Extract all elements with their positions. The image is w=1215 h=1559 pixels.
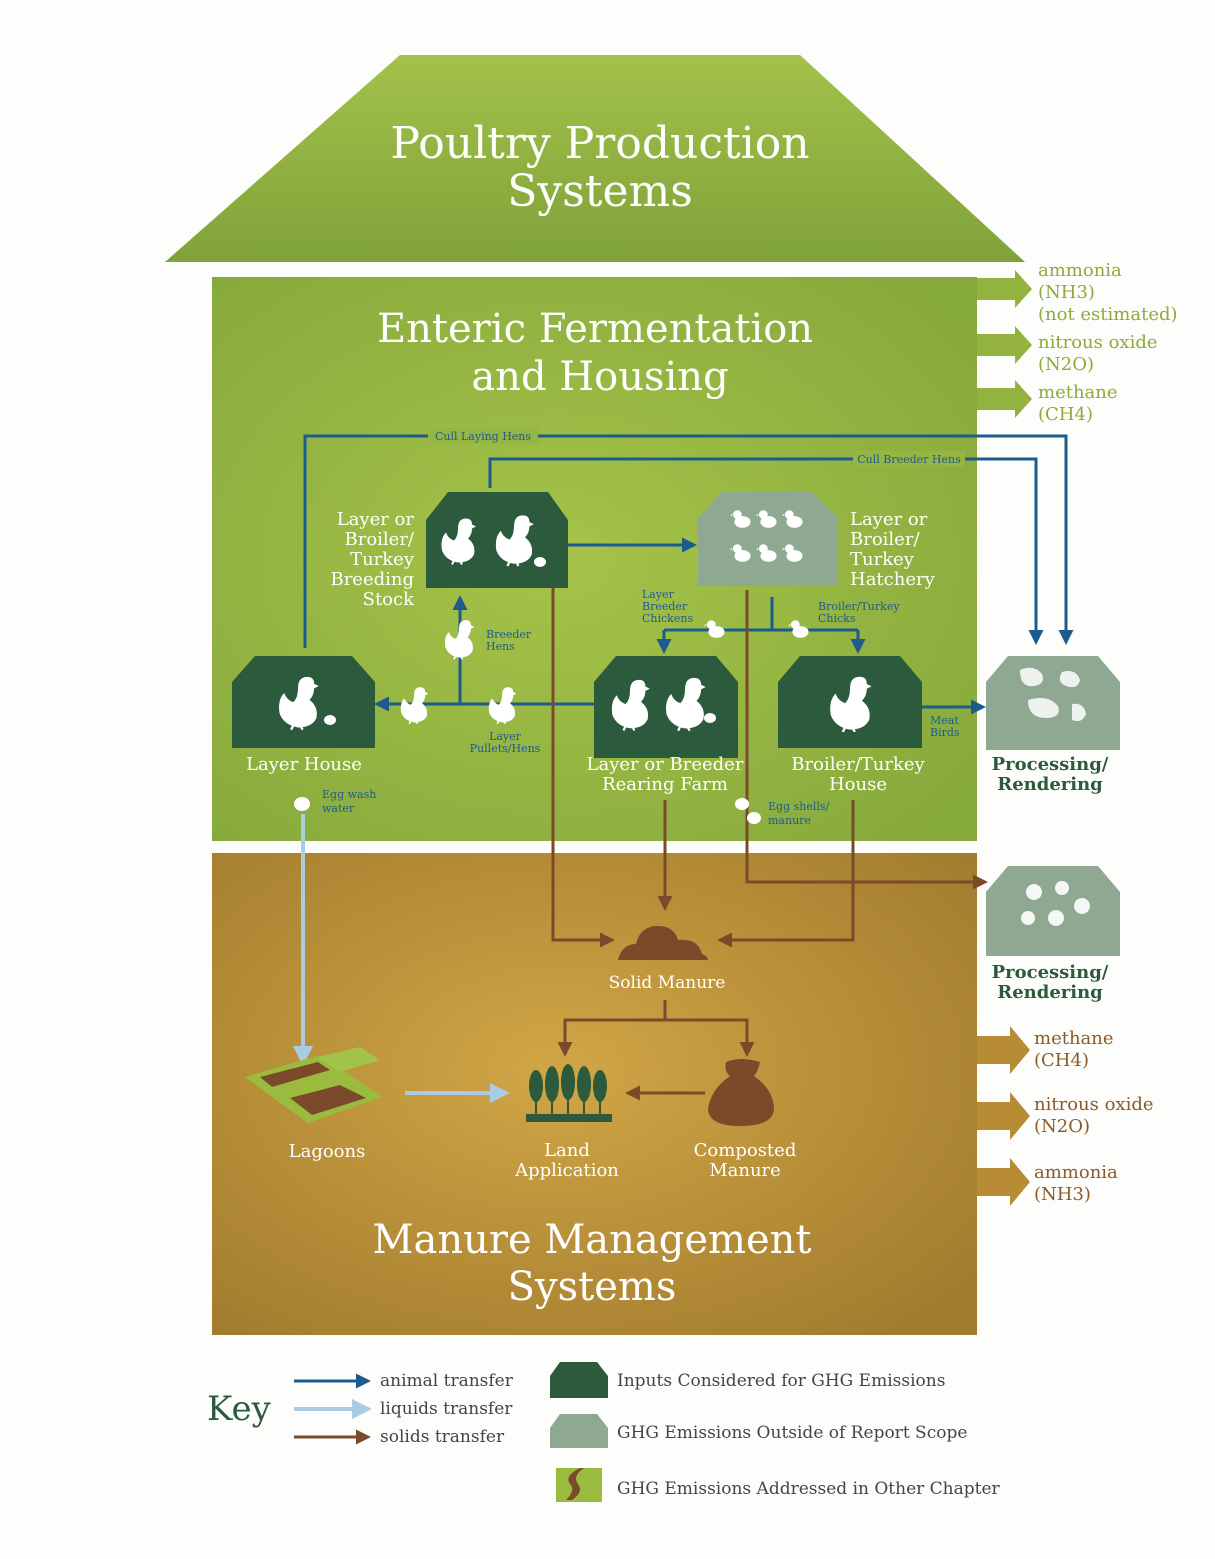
housing-title-line2: and Housing [471,354,728,400]
breeding-stock-label-2: Broiler/ [344,529,414,550]
emission-top-methane-formula: (CH4) [1038,404,1093,425]
emission-top-nitrous: nitrous oxide [1038,332,1158,353]
emission-bottom-nitrous-formula: (N2O) [1034,1116,1090,1137]
processing-bottom-label-1: Processing/ [992,962,1109,983]
layer-house [232,656,375,748]
layer-pullets-label-2: Pullets/Hens [470,742,541,755]
composted-manure-icon [708,1059,774,1126]
hatchery-label-1: Layer or [850,509,928,530]
egg-shells-label-1: Egg shells/ [768,800,830,813]
roof: Poultry Production Systems [165,55,1025,262]
key-liquids-label: liquids transfer [380,1399,513,1419]
manure-title-line1: Manure Management [373,1217,812,1263]
emission-top-nitrous-formula: (N2O) [1038,354,1094,375]
key-solids-label: solids transfer [380,1427,505,1447]
breeder-hens-label-2: Hens [486,640,515,653]
emission-bottom-nitrous: nitrous oxide [1034,1094,1154,1115]
cull-breeder-hens-bg [853,451,965,467]
key-other-swatch [556,1468,602,1502]
solid-manure-pile [618,926,708,960]
key-legend: Key animal transfer liquids transfer sol… [207,1362,1001,1502]
hatchery-label-4: Hatchery [850,569,936,590]
rearing-farm-house [594,656,738,758]
key-inputs-label: Inputs Considered for GHG Emissions [617,1371,945,1391]
key-outside-label: GHG Emissions Outside of Report Scope [617,1423,967,1443]
rearing-farm-label-2: Rearing Farm [602,774,728,795]
processing-bottom-house [986,866,1120,956]
top-emission-arrows [977,270,1032,418]
key-animal-label: animal transfer [380,1371,514,1391]
emission-bottom-methane-formula: (CH4) [1034,1050,1089,1071]
layer-house-label: Layer House [246,754,362,775]
solids-transfer-lines [551,583,988,1101]
land-application-label-1: Land [544,1140,590,1161]
layer-breeder-chickens-label-3: Chickens [642,612,693,625]
layer-breeder-chickens-label-1: Layer [642,588,675,601]
key-title: Key [207,1389,272,1429]
hatchery-label-2: Broiler/ [850,529,920,550]
composted-manure-label-1: Composted [694,1140,797,1161]
key-outside-swatch [550,1414,608,1448]
cull-laying-hens-label: Cull Laying Hens [435,430,531,443]
processing-top-house [986,656,1120,750]
layer-breeder-chickens-label-2: Breeder [642,600,688,613]
hatchery-label-3: Turkey [850,549,915,570]
land-application-label-2: Application [514,1160,619,1181]
broiler-house-label-2: House [829,774,887,795]
broiler-chicks-label-2: Chicks [818,612,856,625]
layer-pullets-label-1: Layer [489,730,522,743]
breeder-hens-label-1: Breeder [486,628,532,641]
processing-bottom-label-2: Rendering [997,982,1103,1003]
broiler-turkey-house [778,656,922,748]
roof-title-line2: Systems [507,166,693,217]
cull-laying-hens-bg [428,428,538,444]
rearing-farm-label-1: Layer or Breeder [587,754,744,775]
broiler-chicks-label-1: Broiler/Turkey [818,600,900,613]
emission-bottom-ammonia-formula: (NH3) [1034,1184,1091,1205]
breeding-stock-house [426,492,568,588]
roof-title-line1: Poultry Production [390,118,809,169]
broiler-house-label-1: Broiler/Turkey [791,754,925,775]
animal-transfer-lines [303,434,1074,715]
land-application-icon [526,1064,612,1122]
meat-birds-label-1: Meat [930,714,959,727]
egg-wash-label-1: Egg wash [322,788,376,801]
emission-bottom-methane: methane [1034,1028,1114,1049]
emission-top-ammonia-note: (not estimated) [1038,304,1178,325]
emission-top-ammonia: ammonia [1038,260,1122,281]
emission-top-methane: methane [1038,382,1118,403]
cull-breeder-hens-label: Cull Breeder Hens [857,453,961,466]
housing-title-line1: Enteric Fermentation [377,306,813,352]
breeding-stock-label-1: Layer or [337,509,415,530]
emission-bottom-ammonia: ammonia [1034,1162,1118,1183]
lagoons-icon [245,1047,382,1123]
breeding-stock-label-4: Breeding [330,569,414,590]
egg-shells-label-2: manure [768,814,811,827]
liquids-transfer-lines [293,814,510,1103]
breeding-stock-label-5: Stock [363,589,415,610]
key-inputs-swatch [550,1362,608,1398]
bottom-emission-arrows [977,1026,1030,1206]
manure-title-line2: Systems [508,1264,677,1310]
processing-top-label-1: Processing/ [992,754,1109,775]
meat-birds-label-2: Birds [930,726,960,739]
key-other-label: GHG Emissions Addressed in Other Chapter [617,1479,1001,1499]
flow-bird-icons [294,619,809,824]
breeding-stock-label-3: Turkey [350,549,415,570]
composted-manure-label-2: Manure [709,1160,781,1181]
processing-top-label-2: Rendering [997,774,1103,795]
hatchery-house [698,492,838,586]
egg-wash-label-2: water [322,802,355,815]
solid-manure-label: Solid Manure [609,973,726,993]
lagoons-label: Lagoons [289,1141,366,1162]
emission-top-ammonia-formula: (NH3) [1038,282,1095,303]
